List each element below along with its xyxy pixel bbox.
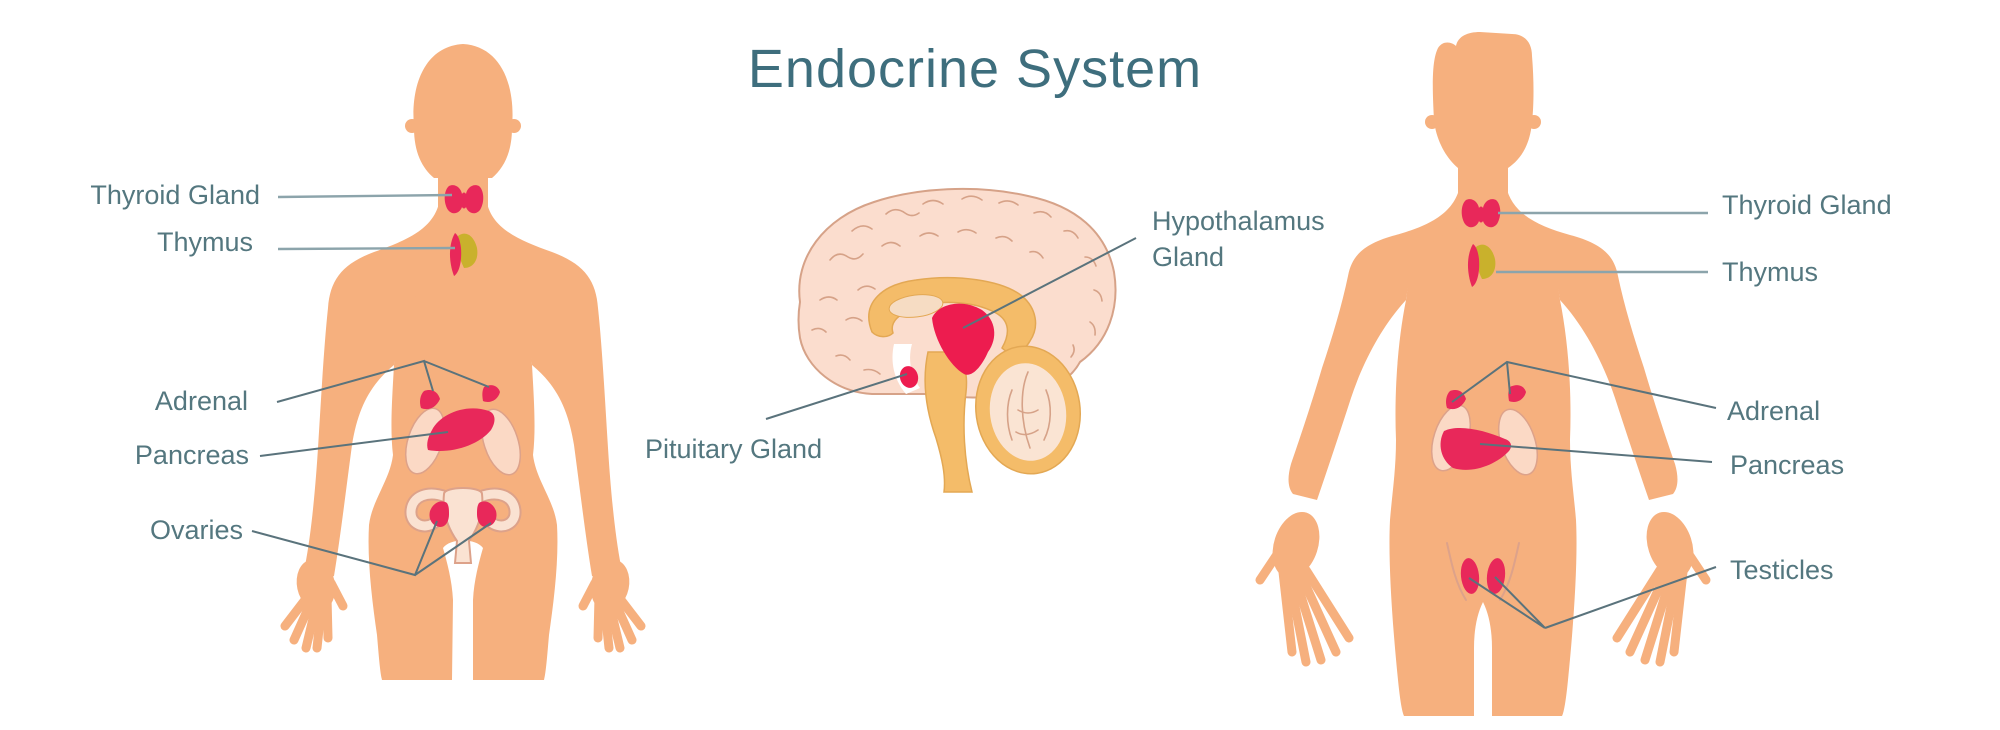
female-right-hand [578,559,646,653]
male-figure [1255,32,1711,716]
female-pancreas [427,408,495,452]
male-left-testicle [1460,558,1480,594]
female-left-arm [304,198,440,584]
female-head [413,44,513,178]
leader-ovaries [251,520,492,577]
female-right-ovary [477,501,497,527]
lateral-ventricle [888,294,944,318]
male-thyroid [1461,199,1501,228]
male-groin-line-right [1499,542,1520,601]
male-pancreas [1440,427,1512,470]
leader-lines [251,193,1717,629]
leader-adrenal-right [1451,360,1717,409]
label-thyroid-left: Thyroid Gland [90,180,260,210]
male-right-hand [1612,511,1711,667]
leader-adrenal-left [276,359,490,403]
male-thymus [1467,244,1496,287]
cerebellum [974,345,1082,475]
label-pancreas-left: Pancreas [134,440,249,470]
female-right-arm [486,198,622,584]
hypothalamus-shape [932,303,995,375]
leader-pituitary [765,373,908,420]
brainstem [924,351,973,493]
leader-testicles [1468,566,1717,629]
female-figure [280,44,646,680]
label-thymus-left: Thymus [156,227,253,257]
male-groin-line-left [1446,542,1467,601]
label-adrenal-right: Adrenal [1727,396,1821,426]
leader-pancreas-left [259,431,449,457]
male-head [1432,32,1534,168]
pituitary-shape [899,366,919,388]
label-thyroid-right: Thyroid Gland [1722,190,1892,220]
female-thymus [449,233,478,276]
male-left-hand [1255,511,1354,667]
female-right-adrenal [482,385,500,402]
label-pituitary: Pituitary Gland [645,434,823,464]
female-left-ovary [429,501,449,527]
leader-pancreas-right [1479,443,1713,463]
leader-hypothalamus [962,237,1137,329]
page-title: Endocrine System [747,39,1203,99]
leader-thyroid-left [277,193,453,199]
label-testicles: Testicles [1730,555,1834,585]
brain-illustration [797,187,1117,493]
female-left-hand [280,559,348,653]
leader-thymus-left [277,246,456,251]
label-pancreas-right: Pancreas [1730,450,1845,480]
female-thyroid [444,185,484,214]
label-thymus-right: Thymus [1722,257,1819,287]
label-adrenal-left: Adrenal [154,386,248,416]
male-right-adrenal [1508,385,1526,402]
label-ovaries: Ovaries [149,515,243,545]
female-left-adrenal [420,389,440,410]
label-hypothalamus: Hypothalamus Gland [1152,206,1325,272]
male-right-testicle [1486,558,1506,594]
